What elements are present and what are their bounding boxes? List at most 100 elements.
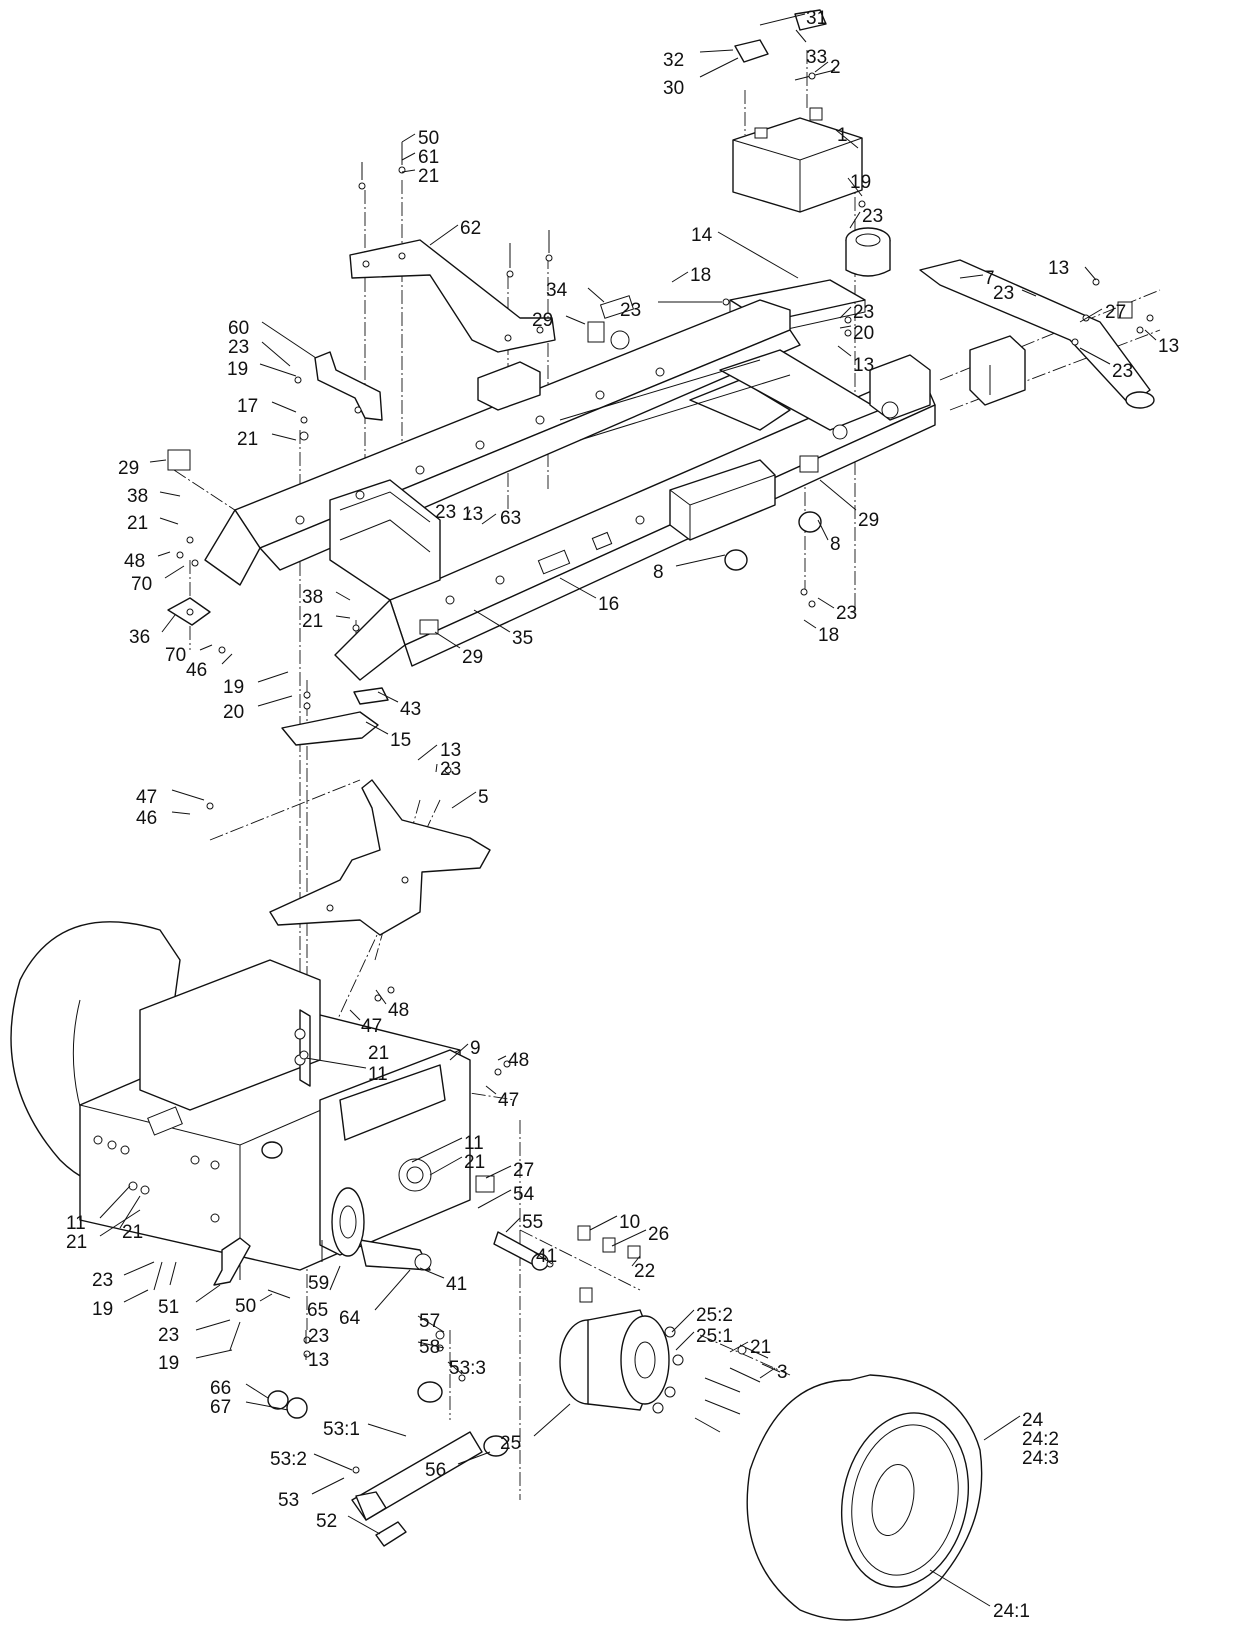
- steering-cylinder: [351, 1381, 509, 1547]
- callout-11c: 11: [66, 1213, 86, 1234]
- callout-60: 60: [228, 318, 249, 339]
- callout-43: 43: [400, 699, 421, 720]
- callout-66: 66: [210, 1378, 231, 1399]
- callout-29d: 29: [462, 647, 483, 668]
- callout-32: 32: [663, 50, 684, 71]
- callout-70a: 70: [131, 574, 152, 595]
- callout-46a: 46: [186, 660, 207, 681]
- callout-16: 16: [598, 594, 619, 615]
- callout-19c: 19: [223, 677, 244, 698]
- callout-48b: 48: [388, 1000, 409, 1021]
- callout-21f: 21: [464, 1152, 485, 1173]
- callout-50a: 50: [418, 128, 439, 149]
- callout-25-1: 25:1: [696, 1326, 733, 1347]
- pivot-pin: [493, 1231, 549, 1271]
- callout-21c: 21: [127, 513, 148, 534]
- pivot-arm: [331, 1187, 432, 1271]
- callout-19b: 19: [227, 359, 248, 380]
- callout-51: 51: [158, 1297, 179, 1318]
- decal-27-top: [1117, 301, 1133, 319]
- callout-64: 64: [339, 1308, 361, 1329]
- callout-70b: 70: [165, 645, 186, 666]
- callout-13a: 13: [1048, 258, 1069, 279]
- callout-53: 53: [278, 1490, 299, 1511]
- battery: [732, 107, 863, 213]
- callout-21i: 21: [750, 1337, 771, 1358]
- callout-23b: 23: [993, 283, 1014, 304]
- callout-18b: 18: [818, 625, 839, 646]
- callout-23j: 23: [92, 1270, 113, 1291]
- callout-19a: 19: [850, 172, 871, 193]
- callout-11a: 11: [368, 1064, 388, 1085]
- callout-23d: 23: [853, 302, 874, 323]
- washer-67: [286, 1397, 308, 1419]
- support-bracket: [349, 239, 556, 353]
- callout-13c: 13: [853, 355, 874, 376]
- callout-46b: 46: [136, 808, 157, 829]
- callout-59: 59: [308, 1273, 329, 1294]
- callout-20a: 20: [853, 323, 874, 344]
- callout-14: 14: [691, 225, 713, 246]
- callout-8b: 8: [653, 562, 664, 583]
- callout-24-2: 24:2: [1022, 1429, 1059, 1450]
- rubber-bumper-8b: [724, 549, 748, 571]
- callout-58: 58: [419, 1337, 440, 1358]
- callout-56: 56: [425, 1460, 446, 1481]
- callout-8a: 8: [830, 534, 841, 555]
- lug-studs: [694, 1344, 769, 1433]
- callout-25: 25: [500, 1433, 521, 1454]
- callout-27a: 27: [1105, 302, 1126, 323]
- callout-24-1: 24:1: [993, 1601, 1030, 1622]
- hitch-bracket: [213, 1237, 251, 1286]
- callout-23l: 23: [308, 1326, 329, 1347]
- leader-lines: [99, 13, 1157, 1607]
- callout-62: 62: [460, 218, 481, 239]
- callout-23c: 23: [620, 300, 641, 321]
- callout-24: 24: [1022, 1410, 1044, 1431]
- callout-7: 7: [984, 268, 995, 289]
- mount-bracket-5: [269, 779, 491, 936]
- callout-3: 3: [777, 1362, 788, 1383]
- callout-52: 52: [316, 1511, 337, 1532]
- callout-17: 17: [237, 396, 258, 417]
- callout-25-2: 25:2: [696, 1305, 733, 1326]
- callout-35: 35: [512, 628, 533, 649]
- callout-23i: 23: [440, 759, 461, 780]
- terminal-cap-red: [734, 39, 769, 63]
- callout-24-3: 24:3: [1022, 1448, 1059, 1469]
- callout-47b: 47: [361, 1016, 382, 1037]
- callout-41b: 41: [446, 1274, 467, 1295]
- callout-19e: 19: [158, 1353, 179, 1374]
- callout-34: 34: [546, 280, 568, 301]
- callout-21a: 21: [418, 166, 439, 187]
- callout-2: 2: [830, 57, 841, 78]
- callout-33: 33: [806, 47, 827, 68]
- callout-15: 15: [390, 730, 411, 751]
- callout-38a: 38: [127, 486, 148, 507]
- callout-19d: 19: [92, 1299, 113, 1320]
- callout-65: 65: [307, 1300, 328, 1321]
- callout-11b: 11: [464, 1133, 484, 1154]
- bracket-60: [314, 351, 383, 421]
- callout-29a: 29: [532, 310, 553, 331]
- rubber-bumper-8a: [798, 511, 822, 533]
- callout-47c: 47: [498, 1090, 519, 1111]
- callout-29c: 29: [858, 510, 879, 531]
- callout-53-2: 53:2: [270, 1449, 307, 1470]
- callout-5: 5: [478, 787, 489, 808]
- callout-13d: 13: [462, 504, 483, 525]
- callout-27b: 27: [513, 1160, 534, 1181]
- callout-54: 54: [513, 1184, 535, 1205]
- callout-21h: 21: [66, 1232, 87, 1253]
- callout-63: 63: [500, 508, 521, 529]
- callout-36: 36: [129, 627, 150, 648]
- callout-23k: 23: [158, 1325, 179, 1346]
- callout-18a: 18: [690, 265, 711, 286]
- callout-50b: 50: [235, 1296, 256, 1317]
- right-wheel: [746, 1374, 983, 1621]
- callout-20b: 20: [223, 702, 244, 723]
- callout-57: 57: [419, 1311, 440, 1332]
- callout-67: 67: [210, 1397, 231, 1418]
